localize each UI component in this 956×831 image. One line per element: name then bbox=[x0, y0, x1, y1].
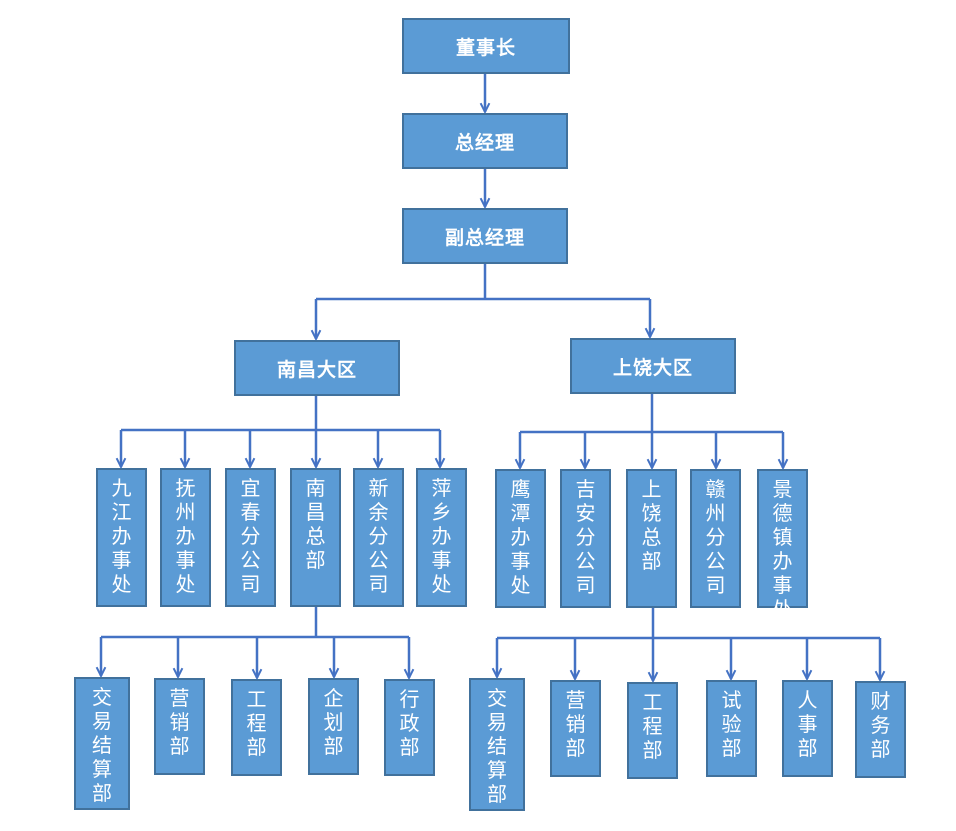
node-general-manager: 总经理 bbox=[402, 113, 568, 169]
node-nanchang-region: 南昌大区 bbox=[234, 340, 400, 396]
node-nc-engineering-dept-label: 工程部 bbox=[246, 687, 267, 759]
node-sr-finance-dept: 财务部 bbox=[855, 681, 906, 778]
node-yichun-branch: 宜春分公司 bbox=[225, 468, 276, 607]
node-sr-trade-settlement-dept-label: 交易结算部 bbox=[487, 686, 507, 806]
node-nc-engineering-dept: 工程部 bbox=[231, 679, 282, 776]
node-nanchang-hq-label: 南昌总部 bbox=[305, 476, 326, 572]
node-nc-sales-dept: 营销部 bbox=[154, 678, 205, 775]
node-sr-engineering-dept-label: 工程部 bbox=[642, 690, 663, 762]
node-shangrao-region: 上饶大区 bbox=[570, 338, 736, 394]
node-shangrao-hq: 上饶总部 bbox=[626, 469, 677, 608]
node-ganzhou-branch: 赣州分公司 bbox=[690, 469, 741, 608]
node-nanchang-region-label: 南昌大区 bbox=[276, 358, 357, 381]
node-chairman-label: 董事长 bbox=[455, 36, 516, 59]
node-xinyu-branch: 新余分公司 bbox=[353, 468, 404, 607]
node-sr-sales-dept: 营销部 bbox=[550, 680, 601, 777]
node-fuzhou-office: 抚州办事处 bbox=[160, 468, 211, 607]
node-sr-trade-settlement-dept: 交易结算部 bbox=[469, 678, 525, 811]
node-sr-engineering-dept: 工程部 bbox=[627, 682, 678, 779]
node-yichun-branch-label: 宜春分公司 bbox=[240, 476, 261, 596]
node-yingtan-office: 鹰潭办事处 bbox=[495, 469, 546, 608]
node-sr-hr-dept: 人事部 bbox=[782, 680, 833, 777]
node-ganzhou-branch-label: 赣州分公司 bbox=[705, 477, 726, 597]
node-shangrao-hq-label: 上饶总部 bbox=[641, 477, 662, 573]
node-pingxiang-office: 萍乡办事处 bbox=[416, 468, 467, 607]
node-sr-testing-dept: 试验部 bbox=[706, 680, 757, 777]
node-vice-general-manager-label: 副总经理 bbox=[444, 226, 525, 249]
node-sr-hr-dept-label: 人事部 bbox=[797, 688, 818, 760]
node-nc-sales-dept-label: 营销部 bbox=[169, 686, 190, 758]
node-jian-branch-label: 吉安分公司 bbox=[575, 477, 596, 597]
node-xinyu-branch-label: 新余分公司 bbox=[368, 476, 389, 596]
node-shangrao-region-label: 上饶大区 bbox=[612, 356, 693, 379]
node-nanchang-hq: 南昌总部 bbox=[290, 468, 341, 607]
node-nc-planning-dept: 企划部 bbox=[308, 678, 359, 775]
node-yingtan-office-label: 鹰潭办事处 bbox=[510, 477, 531, 597]
node-nc-trade-settlement-dept-label: 交易结算部 bbox=[92, 685, 112, 805]
node-nc-admin-dept: 行政部 bbox=[384, 679, 435, 776]
node-chairman: 董事长 bbox=[402, 18, 570, 74]
node-jian-branch: 吉安分公司 bbox=[560, 469, 611, 608]
node-jingdezhen-office-label: 景德镇办事处 bbox=[772, 477, 793, 621]
node-jingdezhen-office: 景德镇办事处 bbox=[757, 469, 808, 621]
node-sr-sales-dept-label: 营销部 bbox=[565, 688, 586, 760]
node-sr-testing-dept-label: 试验部 bbox=[721, 688, 742, 760]
node-nc-planning-dept-label: 企划部 bbox=[323, 686, 344, 758]
node-general-manager-label: 总经理 bbox=[454, 131, 515, 154]
node-sr-finance-dept-label: 财务部 bbox=[870, 689, 891, 761]
node-vice-general-manager: 副总经理 bbox=[402, 208, 568, 264]
node-jiujiang-office: 九江办事处 bbox=[96, 468, 147, 607]
node-nc-trade-settlement-dept: 交易结算部 bbox=[74, 677, 130, 810]
node-fuzhou-office-label: 抚州办事处 bbox=[175, 476, 196, 596]
node-pingxiang-office-label: 萍乡办事处 bbox=[431, 476, 452, 596]
node-nc-admin-dept-label: 行政部 bbox=[399, 687, 420, 759]
node-jiujiang-office-label: 九江办事处 bbox=[111, 476, 132, 596]
